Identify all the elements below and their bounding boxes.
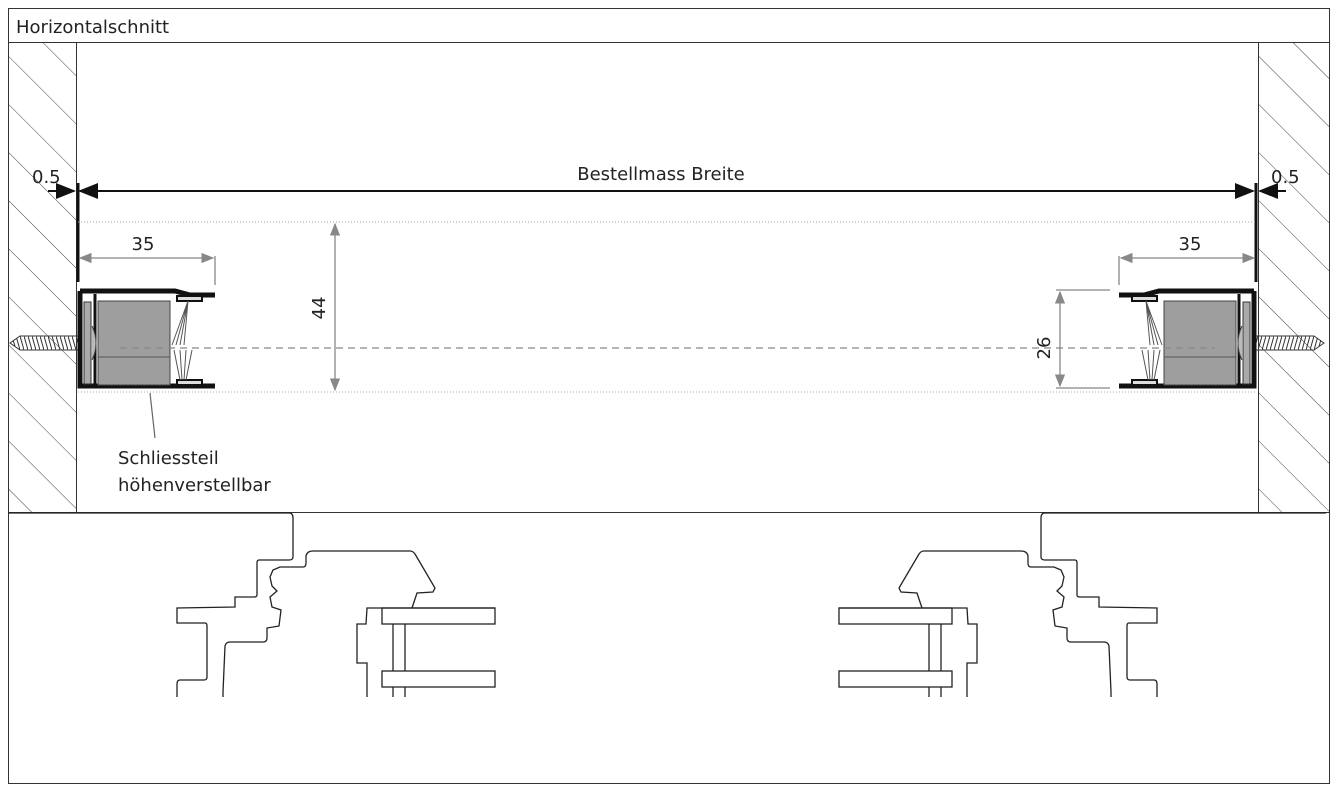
order-width-label: Bestellmass Breite bbox=[577, 164, 745, 185]
right-assembly bbox=[839, 183, 1326, 697]
annotation-line2: höhenverstellbar bbox=[118, 475, 271, 496]
section-title: Horizontalschnitt bbox=[16, 17, 169, 38]
left-assembly bbox=[8, 183, 495, 697]
profile-width-right-label: 35 bbox=[1179, 234, 1202, 255]
wall-left bbox=[8, 42, 77, 513]
gap-left-label: 0.5 bbox=[32, 167, 61, 188]
annotation-line1: Schliessteil bbox=[118, 448, 219, 469]
profile-width-left-label: 35 bbox=[132, 234, 155, 255]
gap-right-label: 0.5 bbox=[1271, 167, 1300, 188]
offset-label: 26 bbox=[1034, 337, 1055, 360]
height-label: 44 bbox=[309, 297, 330, 320]
wall-right bbox=[1258, 42, 1330, 513]
